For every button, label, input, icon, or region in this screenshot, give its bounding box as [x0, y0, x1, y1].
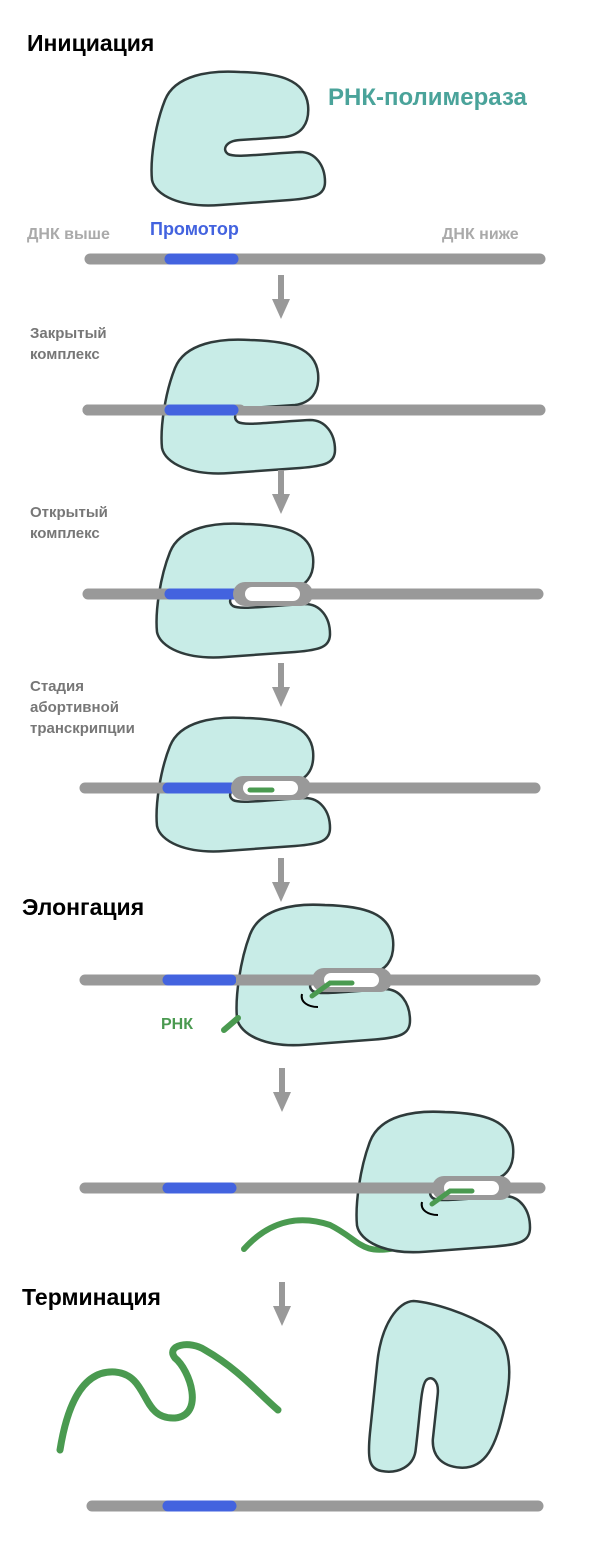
dna-template-strand [420, 1201, 439, 1216]
closed-complex-label: Закрытый комплекс [30, 325, 107, 363]
arrow-down-icon [272, 858, 290, 902]
arrow-down-icon [273, 1282, 291, 1326]
promoter-label: Промотор [150, 219, 239, 239]
arrow-down-icon [272, 663, 290, 707]
bubble-interior [245, 587, 300, 601]
polymerase-label: РНК-полимераза [328, 84, 527, 111]
rna-transcript [221, 1015, 241, 1033]
rna-transcript [429, 1188, 475, 1207]
rna-label: РНК [161, 1016, 193, 1033]
heading-elongation: Элонгация [22, 894, 145, 920]
rna-polymerase [150, 70, 327, 207]
rna-transcript [309, 980, 355, 999]
heading-termination: Терминация [22, 1284, 161, 1310]
heading-initiation: Инициация [27, 30, 155, 56]
dna-upstream-label: ДНК выше [27, 226, 110, 243]
released-rna [56, 1341, 282, 1454]
open-complex-label: Открытый комплекс [30, 504, 108, 542]
dna-template-strand [300, 993, 319, 1008]
arrow-down-icon [272, 275, 290, 319]
arrow-down-icon [273, 1068, 291, 1112]
rna-transcript [241, 1217, 398, 1253]
arrow-down-icon [272, 470, 290, 514]
dna-downstream-label: ДНК ниже [442, 226, 519, 243]
abortive-transcription-label: Стадия абортивной транскрипции [30, 678, 135, 737]
released-rna-polymerase [357, 1294, 522, 1492]
